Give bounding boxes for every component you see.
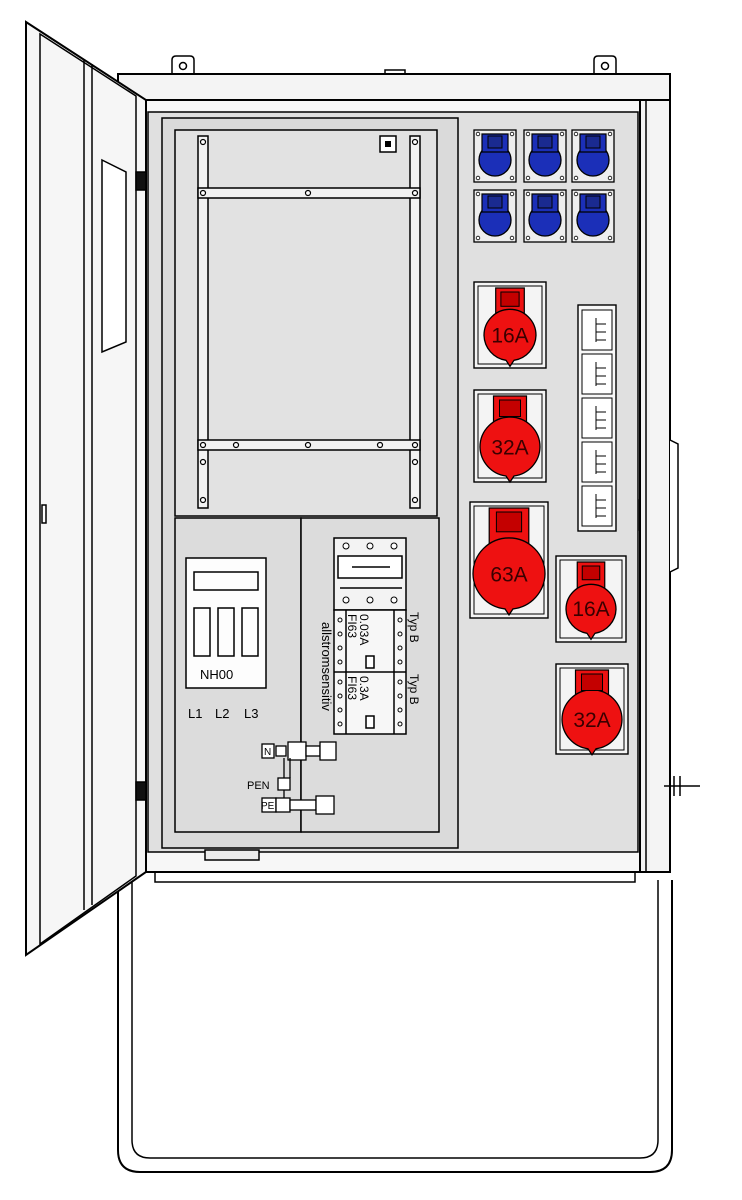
door-hinge-top xyxy=(135,171,147,191)
terminal-bars xyxy=(261,741,337,815)
schuko-socket-5 xyxy=(523,189,567,243)
rcd-upper-type: Typ B xyxy=(407,612,421,643)
cabinet-base xyxy=(117,867,673,1173)
lifting-eyelet-left xyxy=(171,55,195,75)
cee-socket-rating: 32A xyxy=(573,709,610,732)
nh-fuse-label: NH00 xyxy=(200,667,233,682)
cee-socket-cee-32a-top: 32A xyxy=(473,389,547,484)
door-hinge-bottom xyxy=(135,781,147,801)
schuko-socket-grid xyxy=(473,129,615,243)
schuko-socket-6 xyxy=(571,189,615,243)
schuko-socket-2 xyxy=(523,129,567,183)
rcd-lower-model: FI63 xyxy=(345,676,359,700)
labels: NH00 L1 L2 L3 allstromsensitiv FI63 0.03… xyxy=(188,612,421,812)
phase-label-l2: L2 xyxy=(215,706,229,721)
mcb-strip xyxy=(577,304,617,532)
rcd-upper-model: FI63 xyxy=(345,614,359,638)
phase-label-l3: L3 xyxy=(244,706,258,721)
rcd-lower-rating: 0.3A xyxy=(357,676,371,701)
door-document-pocket xyxy=(101,158,127,354)
cee-socket-cee-16a-small: 16A xyxy=(555,555,627,643)
terminal-pe-label: PE xyxy=(261,801,275,812)
schuko-socket-1 xyxy=(473,129,517,183)
fuse-compartment xyxy=(174,517,302,833)
terminal-n-label: N xyxy=(264,747,271,758)
terminal-n xyxy=(261,743,275,759)
phase-label-l1: L1 xyxy=(188,706,202,721)
cee-socket-cee-16a-top: 16A xyxy=(473,281,547,369)
rcd-upper-rating: 0.03A xyxy=(357,614,371,645)
schuko-socket-4 xyxy=(473,189,517,243)
lifting-eyelet-right xyxy=(593,55,617,75)
terminal-pen xyxy=(277,777,291,791)
terminal-pen-label: PEN xyxy=(247,780,270,792)
cee-socket-rating: 16A xyxy=(491,324,528,347)
rcd-side-label: allstromsensitiv xyxy=(319,622,334,711)
cee-socket-cee-32a-bottom: 32A xyxy=(555,663,629,756)
cee-socket-group: 16A 32A 63A 16A 32A xyxy=(469,281,629,756)
cee-socket-rating: 16A xyxy=(572,598,609,621)
rcd-compartment xyxy=(300,517,440,833)
cabinet-door xyxy=(25,20,147,957)
cee-socket-cee-63a: 63A xyxy=(469,501,549,619)
schuko-socket-3 xyxy=(571,129,615,183)
cee-socket-rating: 63A xyxy=(490,563,527,586)
rcd-lower-type: Typ B xyxy=(407,674,421,705)
cee-socket-rating: 32A xyxy=(491,436,528,459)
cable-entry xyxy=(204,849,260,861)
